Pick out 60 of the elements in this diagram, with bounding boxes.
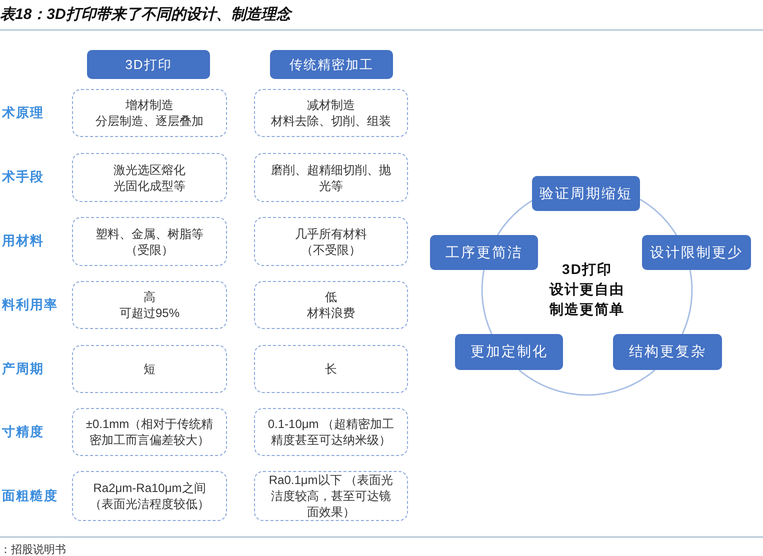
center-text: 制造更简单 xyxy=(550,300,624,319)
row-label: 产周期 xyxy=(2,360,44,378)
cell-text: （受限） xyxy=(126,242,174,258)
cell-text: 高 xyxy=(144,289,156,305)
row-label: 术原理 xyxy=(2,104,44,122)
step-box: 验证周期缩短 xyxy=(532,176,640,211)
ring-arc xyxy=(496,200,532,236)
comparison-card xyxy=(72,345,227,393)
cell-text: （不受限） xyxy=(301,242,361,258)
cell-text: 长 xyxy=(325,361,337,377)
comparison-card xyxy=(254,153,408,202)
cell-text: 可超过95% xyxy=(119,305,180,321)
comparison-card xyxy=(254,89,408,137)
row-label: 料利用率 xyxy=(2,296,58,314)
cell-text: 磨削、超精细切削、抛光等 xyxy=(270,162,392,194)
comparison-card xyxy=(72,281,227,329)
cell-text: Ra0.1μm以下 （表面光洁度较高，甚至可达镜面效果） xyxy=(268,472,394,520)
cell-text: 低 xyxy=(325,289,337,305)
comparison-card xyxy=(254,281,408,329)
cell-text: Ra2μm-Ra10μm之间 xyxy=(93,480,206,496)
cell-text: 光固化成型等 xyxy=(114,178,186,194)
cell-text: 减材制造 xyxy=(307,97,355,113)
ring-arc xyxy=(640,198,678,236)
comparison-card xyxy=(72,153,227,202)
comparison-card xyxy=(72,408,227,456)
comparison-card xyxy=(254,471,408,521)
ring-arc xyxy=(481,270,492,334)
comparison-card xyxy=(72,217,227,266)
cell-text: 0.1-10μm （超精密加工精度甚至可达纳米级） xyxy=(266,416,396,448)
step-box: 更加定制化 xyxy=(455,334,563,370)
row-label: 术手段 xyxy=(2,168,44,186)
cell-text: 塑料、金属、树脂等 xyxy=(96,226,204,242)
comparison-card xyxy=(254,217,408,266)
comparison-card xyxy=(72,471,227,521)
ring-arc xyxy=(518,370,656,396)
column-header: 传统精密加工 xyxy=(270,50,393,79)
table-title: 表18：3D打印带来了不同的设计、制造理念 xyxy=(0,5,291,24)
cell-text: 激光选区熔化 xyxy=(114,162,186,178)
comparison-card xyxy=(254,345,408,393)
comparison-card xyxy=(254,408,408,456)
row-label: 面粗糙度 xyxy=(2,487,58,505)
step-box: 设计限制更少 xyxy=(642,235,751,270)
comparison-card xyxy=(72,89,227,137)
cell-text: 材料去除、切削、组装 xyxy=(271,113,391,129)
center-text: 设计更自由 xyxy=(550,280,624,299)
cell-text: 几乎所有材料 xyxy=(295,226,367,242)
ring-arc xyxy=(682,270,693,334)
source-note: ：招股说明书 xyxy=(0,543,66,556)
cell-text: 材料浪费 xyxy=(307,305,355,321)
cell-text: 增材制造 xyxy=(126,97,174,113)
row-label: 寸精度 xyxy=(2,423,44,441)
center-text: 3D打印 xyxy=(562,260,612,279)
cell-text: （表面光洁程度较低） xyxy=(90,496,210,512)
cell-text: 短 xyxy=(144,361,156,377)
cell-text: 分层制造、逐层叠加 xyxy=(96,113,204,129)
step-box: 结构更复杂 xyxy=(613,334,722,370)
cell-text: ±0.1mm（相对于传统精密加工而言偏差较大） xyxy=(84,416,214,448)
row-label: 用材料 xyxy=(2,232,44,250)
step-box: 工序更简洁 xyxy=(430,235,538,270)
column-header: 3D打印 xyxy=(87,50,210,79)
